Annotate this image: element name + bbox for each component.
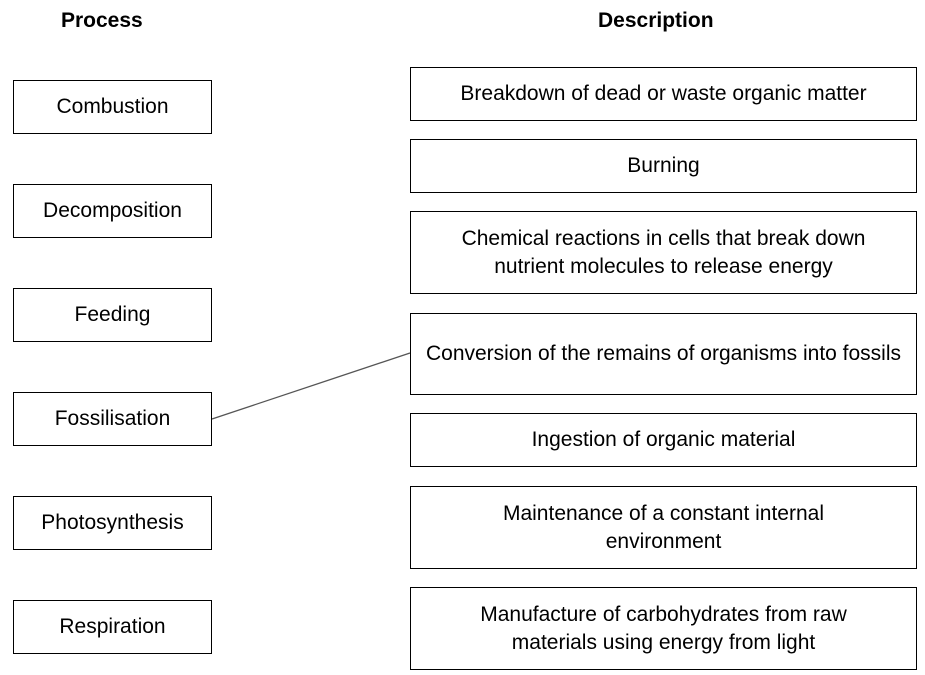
process-box-fossilisation[interactable]: Fossilisation — [13, 392, 212, 446]
fossilisation-to-fossils-line — [211, 352, 411, 420]
description-box-ingestion[interactable]: Ingestion of organic material — [410, 413, 917, 467]
description-box-maintenance[interactable]: Maintenance of a constant internal envir… — [410, 486, 917, 569]
description-box-respiration-def[interactable]: Chemical reactions in cells that break d… — [410, 211, 917, 294]
description-box-decomposition-def[interactable]: Breakdown of dead or waste organic matte… — [410, 67, 917, 121]
process-box-photosynthesis[interactable]: Photosynthesis — [13, 496, 212, 550]
process-box-decomposition[interactable]: Decomposition — [13, 184, 212, 238]
description-box-burning[interactable]: Burning — [410, 139, 917, 193]
process-box-feeding[interactable]: Feeding — [13, 288, 212, 342]
process-box-respiration[interactable]: Respiration — [13, 600, 212, 654]
description-heading: Description — [598, 9, 714, 32]
process-heading: Process — [61, 9, 143, 32]
description-box-fossils-def[interactable]: Conversion of the remains of organisms i… — [410, 313, 917, 395]
process-box-combustion[interactable]: Combustion — [13, 80, 212, 134]
description-box-manufacture[interactable]: Manufacture of carbohydrates from raw ma… — [410, 587, 917, 670]
